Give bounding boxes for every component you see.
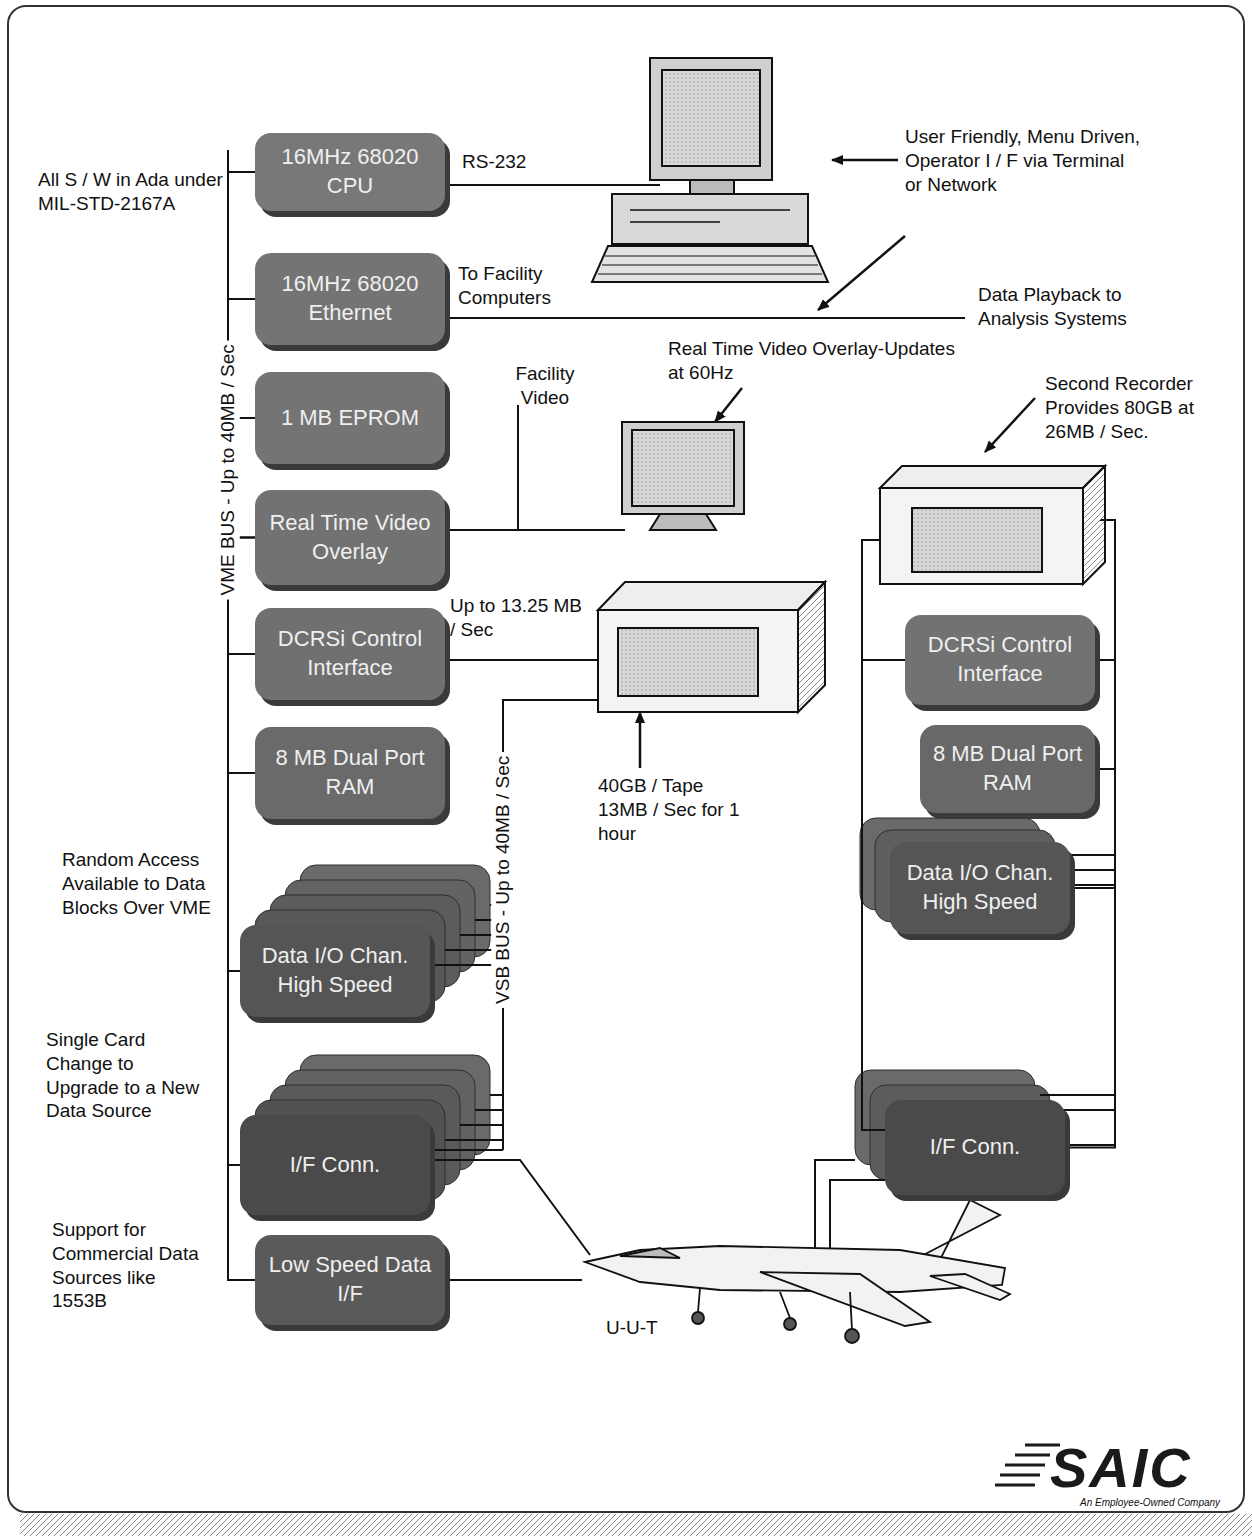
footer-strip [20, 1514, 1252, 1536]
note-label: 40GB / Tape 13MB / Sec for 1 hour [598, 774, 758, 845]
card-text: Real Time Video Overlay [265, 509, 435, 566]
second-recorder [880, 466, 1105, 584]
bus-connector [228, 172, 255, 299]
note-label: Random Access Available to Data Blocks O… [62, 848, 222, 919]
note-label: All S / W in Ada under MIL-STD-2167A [38, 168, 223, 216]
note-label: Facility Video [500, 362, 590, 410]
card-text: 8 MB Dual Port RAM [930, 740, 1085, 797]
card-label: Low Speed Data I/F [265, 1251, 435, 1308]
card-label: DCRSi Control Interface [265, 625, 435, 682]
card-label: I/F Conn. [930, 1133, 1020, 1162]
card-text: 8 MB Dual Port RAM [265, 744, 435, 801]
card-text: Data I/O Chan. High Speed [900, 859, 1060, 916]
page-frame [8, 6, 1244, 1512]
card-text: 16MHz 68020 Ethernet [265, 270, 435, 327]
bus-label: VME BUS - Up to 40MB / Sec [216, 340, 240, 599]
bus-card: 1 MB EPROM [255, 372, 445, 464]
card-text: DCRSi Control Interface [265, 625, 435, 682]
note-label: To Facility Computers [458, 262, 578, 310]
note-label: Real Time Video Overlay-Updates at 60Hz [668, 337, 958, 385]
card-label: DCRSi Control Interface [915, 631, 1085, 688]
card-label: 16MHz 68020 Ethernet [265, 270, 435, 327]
bus-card: DCRSi Control Interface [905, 615, 1095, 705]
bus-connector [1065, 888, 1115, 1148]
company-logo: SAIC [1050, 1440, 1250, 1496]
card-label: I/F Conn. [290, 1151, 380, 1180]
card-label: Data I/O Chan. High Speed [250, 942, 420, 999]
card-label: 8 MB Dual Port RAM [930, 740, 1085, 797]
note-label: Up to 13.25 MB / Sec [450, 594, 590, 642]
bus-card: 8 MB Dual Port RAM [255, 727, 445, 819]
card-label: Data I/O Chan. High Speed [900, 859, 1060, 916]
bus-connector [228, 654, 255, 773]
card-label: 8 MB Dual Port RAM [265, 744, 435, 801]
card-text: I/F Conn. [290, 1151, 380, 1180]
logo-tagline: An Employee-Owned Company [1080, 1497, 1240, 1510]
card-label: Real Time Video Overlay [265, 509, 435, 566]
note-label: Data Playback to Analysis Systems [978, 283, 1188, 331]
card-text: DCRSi Control Interface [915, 631, 1085, 688]
bus-card: DCRSi Control Interface [255, 608, 445, 700]
bus-card: Data I/O Chan. High Speed [240, 925, 430, 1017]
card-text: I/F Conn. [930, 1133, 1020, 1162]
bus-card: Low Speed Data I/F [255, 1235, 445, 1325]
bus-card: I/F Conn. [240, 1115, 430, 1215]
bus-connector [228, 971, 240, 1165]
card-label: 16MHz 68020 CPU [265, 143, 435, 200]
bus-card: 16MHz 68020 CPU [255, 133, 445, 211]
note-label: User Friendly, Menu Driven, Operator I /… [905, 125, 1145, 196]
bus-label: VSB BUS - Up to 40MB / Sec [491, 752, 515, 1008]
bus-card: I/F Conn. [885, 1100, 1065, 1195]
card-text: Low Speed Data I/F [265, 1251, 435, 1308]
terminal-computer [592, 58, 828, 282]
note-label: Second Recorder Provides 80GB at 26MB / … [1045, 372, 1240, 443]
bus-card: 16MHz 68020 Ethernet [255, 253, 445, 345]
note-label: Support for Commercial Data Sources like… [52, 1218, 212, 1313]
note-label: Single Card Change to Upgrade to a New D… [46, 1028, 211, 1123]
note-label: U-U-T [606, 1316, 686, 1340]
bus-card: Real Time Video Overlay [255, 490, 445, 585]
note-label: RS-232 [462, 150, 572, 174]
bus-connector [1095, 660, 1115, 769]
tape-recorder [598, 582, 825, 712]
card-text: Data I/O Chan. High Speed [250, 942, 420, 999]
bus-card: Data I/O Chan. High Speed [890, 842, 1070, 934]
aircraft-uut [585, 1200, 1010, 1343]
video-monitor [622, 422, 744, 530]
bus-card: 8 MB Dual Port RAM [920, 725, 1095, 813]
card-text: 1 MB EPROM [281, 404, 419, 433]
card-label: 1 MB EPROM [281, 404, 419, 433]
card-text: 16MHz 68020 CPU [265, 143, 435, 200]
